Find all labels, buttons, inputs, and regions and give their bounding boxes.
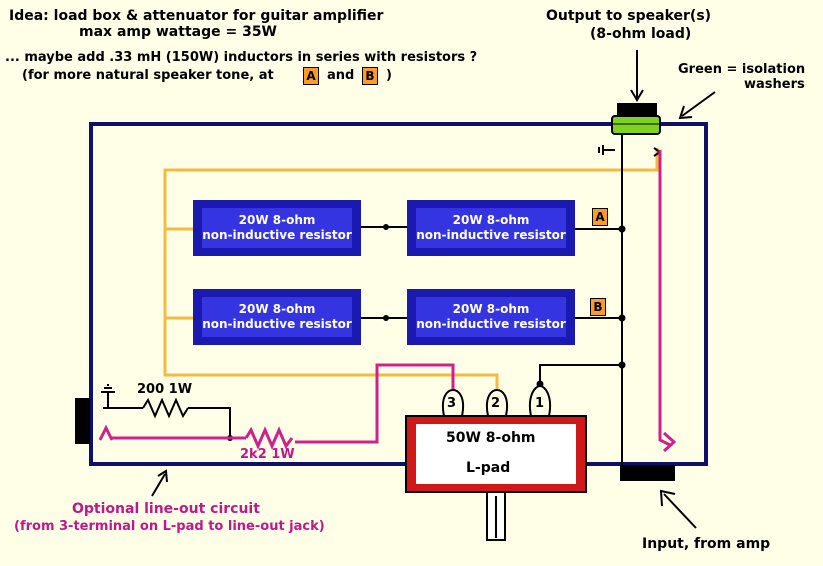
input-arrow bbox=[663, 493, 697, 529]
lpad-terminal-1: 1 bbox=[535, 396, 545, 411]
resistor-1-type: non-inductive resistor bbox=[202, 228, 352, 242]
max-wattage-line: max amp wattage = 35W bbox=[79, 24, 278, 40]
tone-suffix: ) bbox=[386, 68, 392, 83]
lpad-name: L-pad bbox=[466, 460, 511, 476]
lpad-lugs bbox=[442, 384, 551, 417]
resistor-3-rating: 20W 8-ohm bbox=[238, 302, 316, 316]
lineout-caption-sub: (from 3-terminal on L-pad to line-out ja… bbox=[14, 519, 325, 534]
tag-b: B bbox=[590, 298, 606, 316]
lineout-caption: Optional line-out circuit bbox=[72, 501, 260, 517]
inductor-note: ... maybe add .33 mH (150W) inductors in… bbox=[5, 50, 478, 65]
resistor-4-type: non-inductive resistor bbox=[416, 317, 566, 331]
isolation-washer bbox=[611, 115, 661, 135]
tone-and: and bbox=[327, 68, 355, 83]
input-jack bbox=[620, 465, 675, 481]
output-jack bbox=[617, 103, 657, 118]
tag-b-inline: B bbox=[362, 67, 378, 85]
input-label: Input, from amp bbox=[642, 536, 771, 552]
tone-prefix: (for more natural speaker tone, at bbox=[22, 68, 274, 83]
enclosure-box bbox=[89, 122, 708, 466]
resistor-1-rating: 20W 8-ohm bbox=[238, 213, 316, 227]
black-wiring bbox=[101, 134, 662, 466]
tag-a-inline: A bbox=[303, 67, 319, 85]
tag-a: A bbox=[592, 208, 608, 226]
resistor-200-label: 200 1W bbox=[137, 382, 193, 397]
resistor-2-type: non-inductive resistor bbox=[416, 228, 566, 242]
washer-label: Green = isolation bbox=[678, 62, 806, 77]
lineout-arrow bbox=[151, 473, 166, 497]
washer-label-2: washers bbox=[744, 77, 805, 92]
lpad-terminal-2: 2 bbox=[491, 396, 501, 411]
lineout-jack bbox=[75, 398, 90, 444]
orange-wiring bbox=[163, 148, 659, 395]
idea-line: Idea: load box & attenuator for guitar a… bbox=[9, 8, 384, 24]
resistor-2k2-label: 2k2 1W bbox=[240, 447, 295, 462]
tone-note: (for more natural speaker tone, at bbox=[22, 68, 274, 83]
resistor-4-rating: 20W 8-ohm bbox=[452, 302, 530, 316]
output-load-label: (8-ohm load) bbox=[590, 26, 692, 42]
lpad-rating: 50W 8-ohm bbox=[446, 430, 536, 446]
resistor-2-rating: 20W 8-ohm bbox=[452, 213, 530, 227]
washer-arrow bbox=[681, 91, 716, 117]
magenta-wiring bbox=[98, 150, 677, 453]
lpad-terminal-3: 3 bbox=[447, 396, 457, 411]
resistor-3-type: non-inductive resistor bbox=[202, 317, 352, 331]
output-label: Output to speaker(s) bbox=[546, 8, 712, 24]
